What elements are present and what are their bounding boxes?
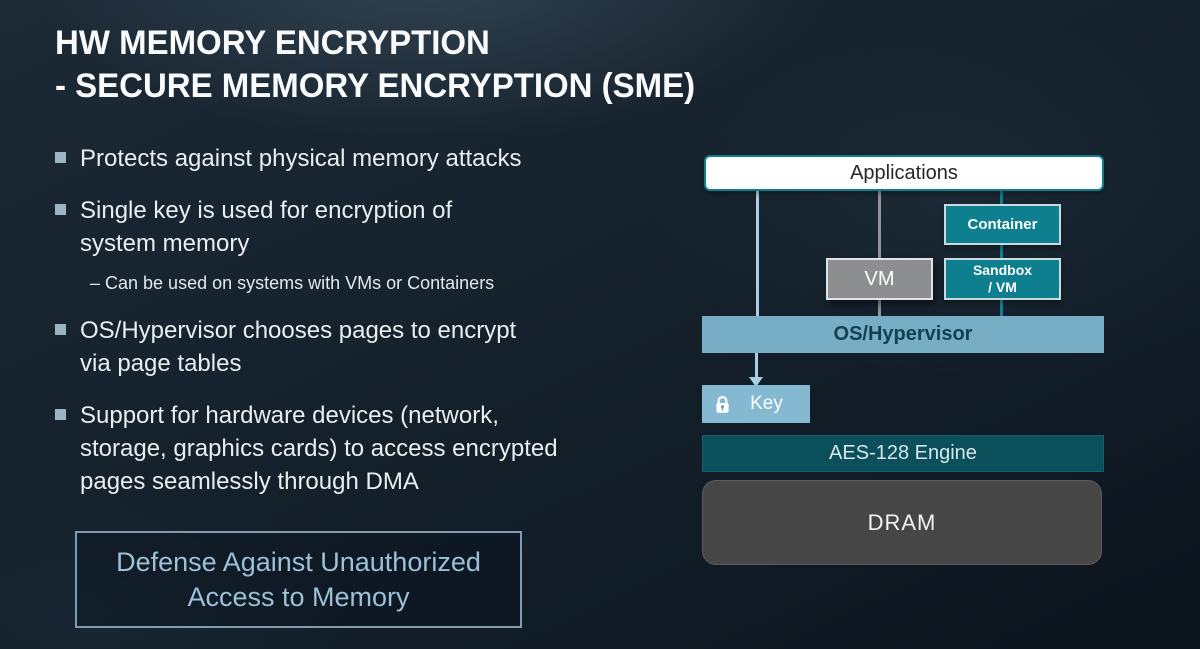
callout-text-line-1: Defense Against Unauthorized <box>116 546 481 577</box>
dram-label: DRAM <box>867 509 937 535</box>
bullet-marker <box>55 409 66 420</box>
diagram-band-aes-engine: AES-128 Engine <box>702 435 1104 472</box>
diagram-node-key: Key <box>702 385 810 423</box>
diagram-node-container: Container <box>944 204 1061 245</box>
lock-icon <box>712 394 733 415</box>
applications-label: Applications <box>850 161 958 184</box>
connector-apps-to-os-left <box>756 190 759 316</box>
bullet-text: Single key is used for encryption of <box>80 197 453 224</box>
bullet-item: Single key is used for encryption of sys… <box>55 194 675 295</box>
callout-box: Defense Against Unauthorized Access to M… <box>75 531 522 628</box>
diagram-node-vm: VM <box>826 258 933 300</box>
bullet-marker <box>55 204 66 215</box>
bullet-marker <box>55 324 66 335</box>
sub-bullet-list: – Can be used on systems with VMs or Con… <box>90 271 675 295</box>
connector-apps-to-os-middle <box>878 190 881 316</box>
sub-bullet-item: – Can be used on systems with VMs or Con… <box>90 273 495 293</box>
bullet-text: storage, graphics cards) to access encry… <box>80 435 558 462</box>
diagram-node-dram: DRAM <box>702 480 1102 565</box>
sandbox-label-line-1: Sandbox <box>972 262 1033 278</box>
arrow-os-to-key-stem <box>755 353 758 378</box>
bullet-text: system memory <box>80 230 250 257</box>
bullet-item: OS/Hypervisor chooses pages to encrypt v… <box>55 314 675 380</box>
bullet-list: Protects against physical memory attacks… <box>55 142 675 517</box>
bullet-text: Protects against physical memory attacks <box>80 145 522 172</box>
connector-apps-to-os-right <box>1000 190 1003 316</box>
bullet-marker <box>55 152 66 163</box>
bullet-text: OS/Hypervisor chooses pages to encrypt <box>80 317 517 344</box>
aes-engine-label: AES-128 Engine <box>829 442 977 464</box>
bullet-text: via page tables <box>80 350 242 377</box>
bullet-text: Support for hardware devices (network, <box>80 402 499 429</box>
callout-text-line-2: Access to Memory <box>187 581 410 612</box>
os-hypervisor-label: OS/Hypervisor <box>833 323 973 345</box>
page-title-line-1: HW MEMORY ENCRYPTION <box>55 24 490 62</box>
sandbox-label-line-2: / VM <box>988 279 1017 295</box>
diagram-band-os-hypervisor: OS/Hypervisor <box>702 316 1104 353</box>
bullet-item: Support for hardware devices (network, s… <box>55 399 675 498</box>
diagram-node-sandbox-vm: Sandbox / VM <box>944 258 1061 300</box>
bullet-item: Protects against physical memory attacks <box>55 142 675 175</box>
page-title: HW MEMORY ENCRYPTION - SECURE MEMORY ENC… <box>55 22 695 108</box>
vm-label: VM <box>864 267 895 290</box>
bullet-text: pages seamlessly through DMA <box>80 468 419 495</box>
container-label: Container <box>967 216 1038 233</box>
page-title-line-2: - SECURE MEMORY ENCRYPTION (SME) <box>55 67 696 105</box>
arrow-down-icon <box>749 377 763 387</box>
diagram-node-applications: Applications <box>704 155 1104 191</box>
key-label: Key <box>750 393 783 414</box>
